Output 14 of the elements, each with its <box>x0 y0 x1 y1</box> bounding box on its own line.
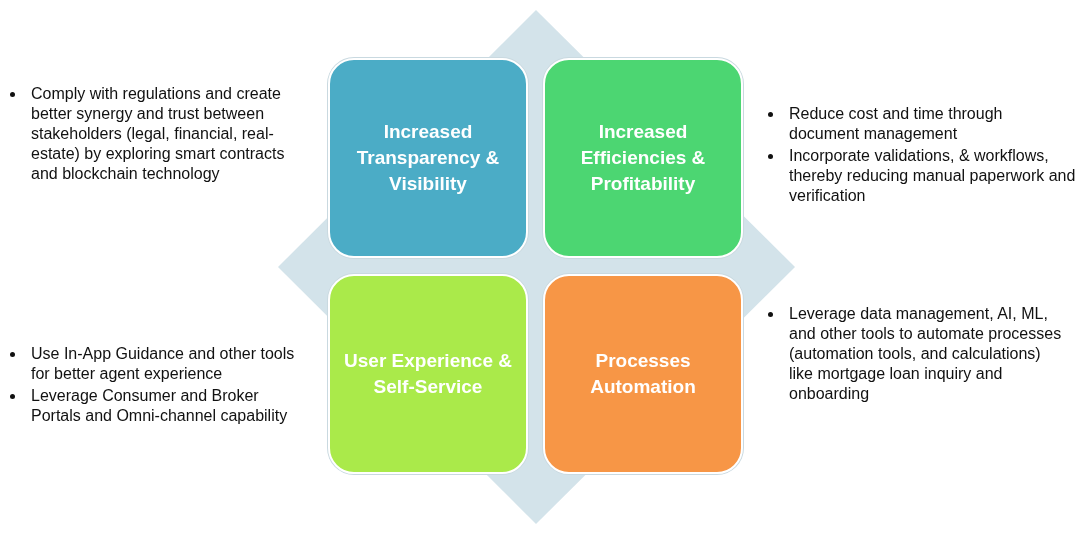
quadrant-box <box>543 58 743 258</box>
bullet-text: Reduce cost and time through document management <box>789 105 1003 142</box>
bullet-text: Comply with regulations and create better synergy and trust between stakeholders (legal, financial, real-estate) by exploring smart contracts and blockchain technology <box>31 85 285 182</box>
quadrant-box <box>328 58 528 258</box>
quadrant-title: Processes Automation <box>589 349 697 399</box>
quadrant-title: User Experience & Self-Service <box>343 349 513 399</box>
bullet-text: Leverage data management, AI, ML, and other tools to automate processes (automation tools, and calculations) like mortgage loan inquiry and onboarding <box>789 305 1062 402</box>
quadrant-box <box>543 274 743 474</box>
bullet-text: Incorporate validations, & workflows, thereby reducing manual paperwork and verification <box>789 147 1076 204</box>
quadrant-box <box>328 274 528 474</box>
quadrant-title: Increased Transparency & Visibility <box>355 120 501 196</box>
bullet-text: Use In-App Guidance and other tools for better agent experience <box>31 345 295 382</box>
bullet-text: Leverage Consumer and Broker Portals and Omni-channel capability <box>31 387 288 424</box>
quadrant-title: Increased Efficiencies & Profitability <box>579 120 707 196</box>
